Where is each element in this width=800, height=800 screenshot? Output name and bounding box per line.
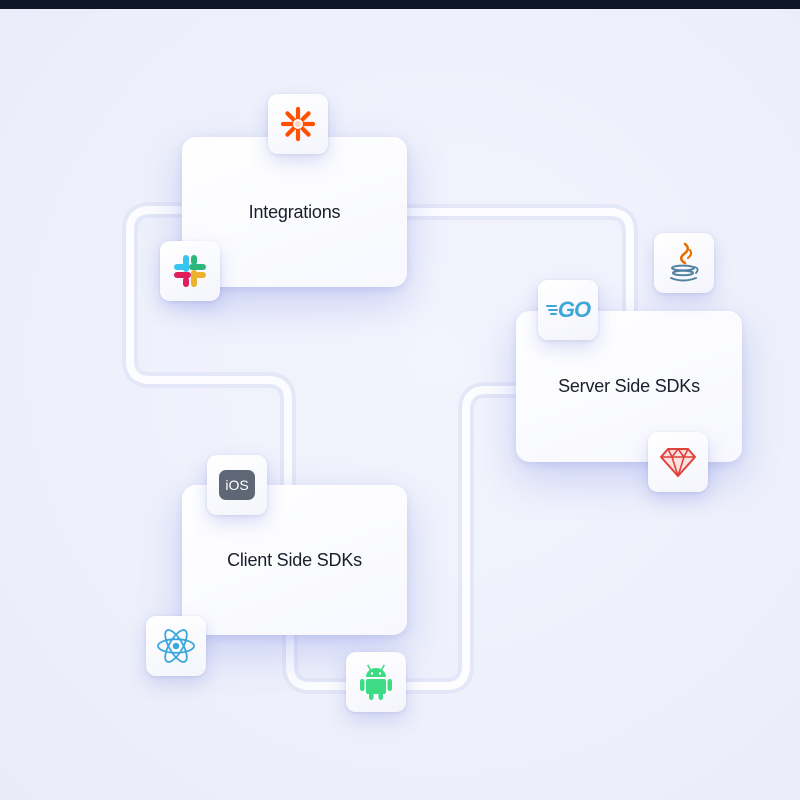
- go-icon: GO: [545, 297, 591, 323]
- client-side-sdks-label: Client Side SDKs: [227, 549, 362, 570]
- java-icon: [670, 242, 699, 282]
- top-bar: [0, 0, 800, 9]
- server-side-sdks-label: Server Side SDKs: [558, 376, 700, 396]
- go-speed-lines: [545, 305, 558, 315]
- slack-tile[interactable]: [160, 241, 220, 301]
- go-tile[interactable]: GO: [538, 280, 598, 340]
- ruby-icon: [660, 448, 696, 477]
- go-text: GO: [557, 297, 591, 322]
- android-icon: [360, 664, 392, 700]
- integrations-label: Integrations: [248, 201, 341, 222]
- android-tile[interactable]: [346, 652, 406, 712]
- react-tile[interactable]: [146, 616, 206, 676]
- ruby-tile[interactable]: [648, 432, 708, 492]
- react-icon: [157, 629, 195, 663]
- java-tile[interactable]: [654, 233, 714, 293]
- zapier-tile[interactable]: [268, 94, 328, 154]
- ios-text: iOS: [225, 477, 249, 493]
- ios-icon: iOS: [219, 470, 255, 500]
- ios-tile[interactable]: iOS: [207, 455, 267, 515]
- slack-icon: [174, 255, 206, 287]
- zapier-icon: [280, 106, 316, 142]
